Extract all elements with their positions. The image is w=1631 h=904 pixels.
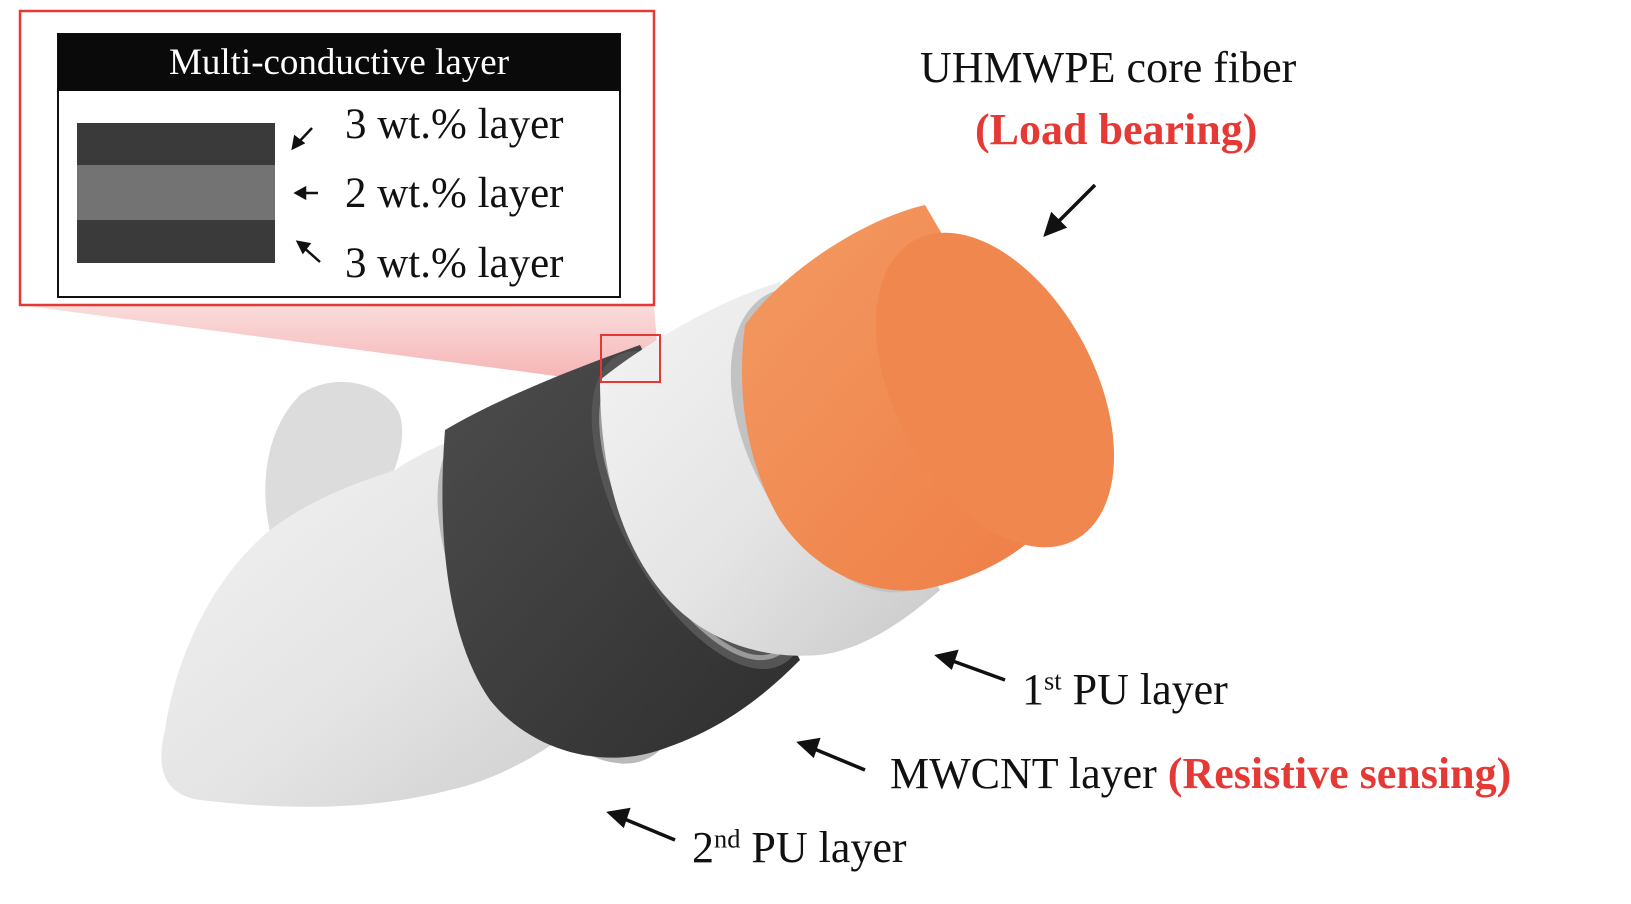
core-arrow — [1053, 183, 1097, 227]
mwcnt-note: (Resistive sensing) — [1167, 749, 1512, 798]
core-note: (Load bearing) — [975, 105, 1258, 154]
layer-swatch-middle — [77, 165, 275, 220]
zoom-fan — [20, 305, 660, 382]
zoom-box — [600, 334, 661, 383]
pu2-label: 2nd PU layer — [692, 823, 907, 872]
pu1-label: 1st PU layer — [1022, 665, 1228, 714]
core-label: UHMWPE core fiber — [920, 43, 1297, 92]
core-end-face — [875, 232, 1115, 548]
inset-title-bar — [58, 34, 620, 91]
inset-layer-label-middle: 2 wt.% layer — [345, 170, 564, 217]
pu2-arrow — [621, 816, 676, 842]
mwcnt-arrow — [811, 746, 866, 772]
inset-arrows — [291, 127, 321, 263]
inset-title: Multi-conductive layer — [168, 42, 510, 83]
pu1-arrow — [949, 658, 1006, 682]
mwcnt-band — [442, 345, 800, 758]
inset-layer-label-bottom: 3 wt.% layer — [345, 240, 564, 287]
layer-swatch-bottom — [77, 220, 275, 263]
callout-arrows — [606, 183, 1097, 842]
layer-swatch-top — [77, 123, 275, 165]
inset-layer-label-top: 3 wt.% layer — [345, 101, 564, 148]
mwcnt-label: MWCNT layer (Resistive sensing) — [890, 749, 1512, 798]
